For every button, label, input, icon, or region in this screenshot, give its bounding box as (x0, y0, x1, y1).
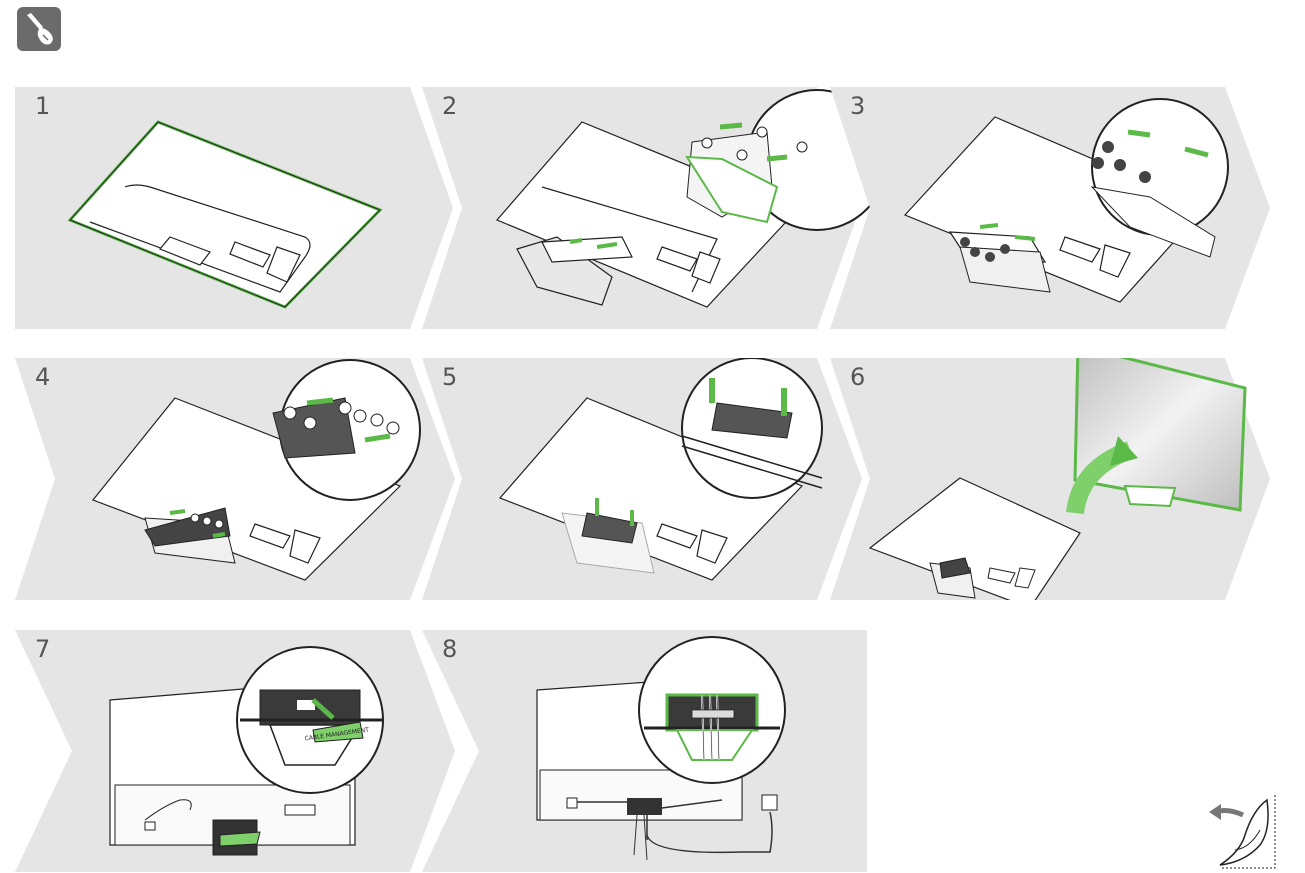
tv-back-illustration (67, 120, 383, 309)
cover-attach-illustration (92, 359, 421, 581)
page-curl-icon (1209, 795, 1276, 869)
step-number: 6 (850, 363, 866, 391)
step-number: 2 (442, 92, 458, 120)
step-2-panel: 2 (422, 87, 872, 329)
step-4-panel: 4 (15, 358, 465, 600)
screws-tighten-illustration (903, 98, 1229, 303)
step-number: 4 (35, 363, 51, 391)
stand-attach-illustration (496, 89, 872, 308)
step-8-panel: 8 (422, 630, 872, 872)
step-number: 5 (442, 363, 458, 391)
step-7-panel: 7 CABLE MANAGEMENT (15, 630, 465, 872)
step-number: 7 (35, 635, 51, 663)
step-1-panel: 1 (15, 87, 465, 329)
step-number: 8 (442, 635, 458, 663)
cable-routing-illustration (536, 636, 786, 861)
step-number: 3 (850, 92, 866, 120)
screwdriver-icon (17, 7, 61, 51)
step-number: 1 (35, 92, 51, 120)
cable-management-clip-illustration: CABLE MANAGEMENT (109, 646, 384, 856)
step-3-panel: 3 (830, 87, 1280, 329)
cover-press-illustration (498, 358, 823, 581)
step-6-panel: 6 (830, 358, 1280, 600)
tv-standup-illustration (868, 358, 1247, 600)
step-5-panel: 5 (422, 358, 872, 600)
